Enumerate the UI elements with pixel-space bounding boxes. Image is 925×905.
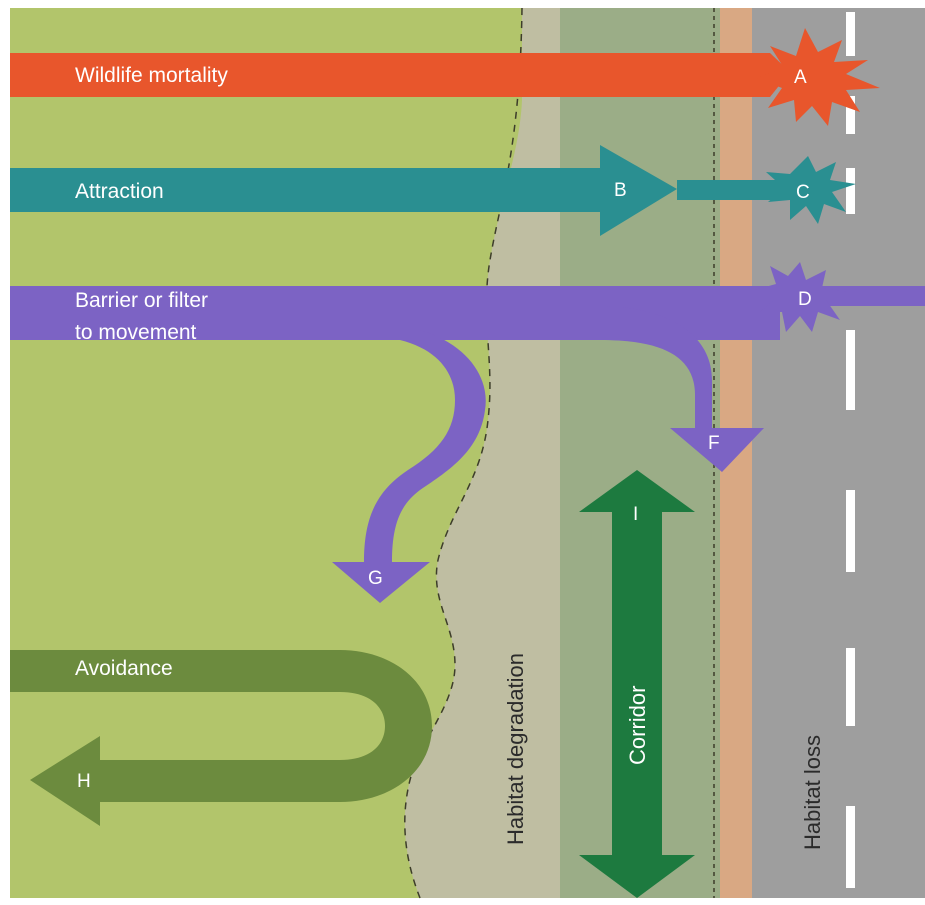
letter-c: C <box>796 182 810 203</box>
road <box>752 8 925 898</box>
letter-f: F <box>708 433 720 454</box>
habitat-loss-label: Habitat loss <box>800 735 825 850</box>
wildlife-mortality-arrow: Wildlife mortality A <box>10 28 880 126</box>
habitat-degradation-label: Habitat degradation <box>503 653 528 845</box>
letter-b: B <box>614 180 627 201</box>
road-centerline <box>846 12 855 888</box>
barrier-arrow: Barrier or filter to movement D F G <box>10 262 925 603</box>
letter-d: D <box>798 289 812 310</box>
degradation-boundary <box>404 7 523 899</box>
attraction-arrow: Attraction B C <box>10 145 856 236</box>
avoidance-label: Avoidance <box>75 657 173 680</box>
impact-burst-a-icon <box>756 28 880 126</box>
letter-i: I <box>633 504 638 525</box>
mortality-label: Wildlife mortality <box>75 64 228 87</box>
attraction-label: Attraction <box>75 180 164 203</box>
letter-a: A <box>794 67 807 88</box>
impact-burst-d-icon <box>754 262 848 332</box>
barrier-label-line2: to movement <box>75 321 197 344</box>
letter-g: G <box>368 568 383 589</box>
letter-h: H <box>77 771 91 792</box>
corridor-label: Corridor <box>625 686 650 765</box>
corridor-arrow: I <box>579 470 695 898</box>
impact-burst-c-icon <box>766 156 856 224</box>
habitat-degradation-zone <box>404 8 560 898</box>
barrier-label-line1: Barrier or filter <box>75 289 208 312</box>
avoidance-arrow: Avoidance H <box>10 650 432 826</box>
